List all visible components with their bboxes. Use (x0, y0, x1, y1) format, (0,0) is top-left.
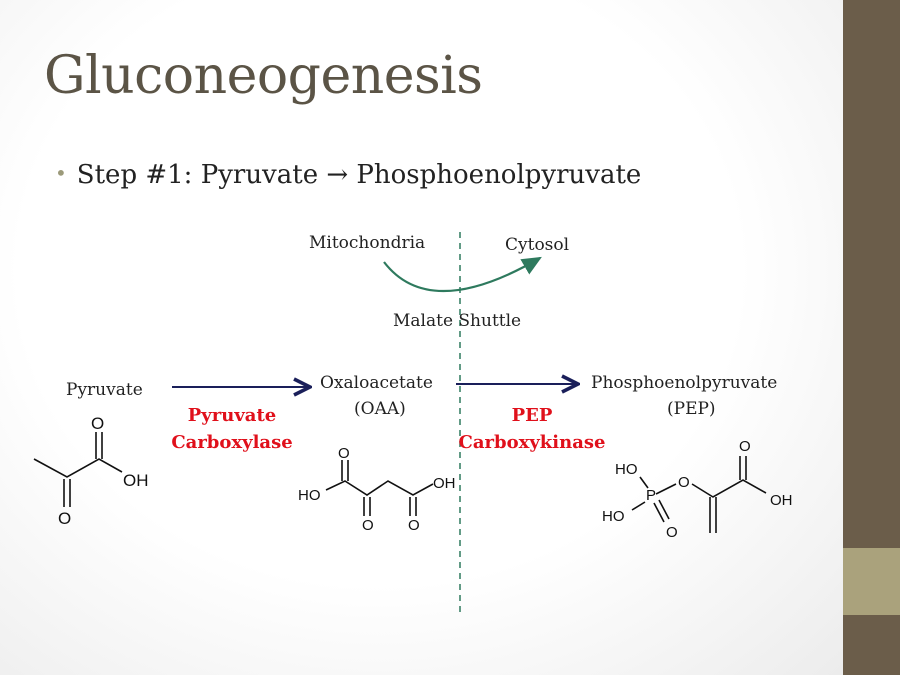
oaa-abbr: (OAA) (354, 399, 406, 419)
svg-text:HO: HO (298, 487, 321, 504)
pep-structure: HO P HO O O O OH (602, 438, 793, 541)
svg-text:O: O (91, 414, 104, 433)
side-accent-block (843, 548, 900, 615)
svg-text:O: O (58, 509, 71, 528)
enzyme-pep-carboxykinase-line1: PEP (512, 405, 553, 426)
slide-title: Gluconeogenesis (44, 46, 483, 106)
shuttle-arrow (383, 256, 542, 293)
svg-text:HO: HO (615, 461, 638, 478)
svg-text:P: P (646, 487, 656, 504)
svg-text:O: O (678, 474, 690, 491)
pep-abbr: (PEP) (667, 399, 716, 419)
svg-text:O: O (362, 517, 374, 534)
oaa-label: Oxaloacetate (320, 373, 433, 393)
bullet-step-1: • Step #1: Pyruvate → Phosphoenolpyruvate (55, 160, 641, 190)
svg-text:O: O (739, 438, 751, 455)
mitochondria-label: Mitochondria (309, 233, 425, 253)
bullet-text: Step #1: Pyruvate → Phosphoenolpyruvate (76, 160, 642, 190)
bullet-marker: • (55, 161, 67, 185)
svg-text:HO: HO (602, 508, 625, 525)
pathway-diagram: Mitochondria Cytosol Malate Shuttle Pyru… (33, 232, 793, 615)
svg-text:O: O (666, 524, 678, 541)
malate-shuttle-label: Malate Shuttle (393, 311, 521, 331)
enzyme-pep-carboxykinase-line2: Carboxykinase (459, 432, 606, 453)
svg-text:O: O (408, 517, 420, 534)
svg-text:OH: OH (770, 492, 793, 509)
cytosol-label: Cytosol (505, 235, 569, 255)
pep-label: Phosphoenolpyruvate (591, 373, 777, 393)
svg-text:OH: OH (123, 471, 149, 490)
svg-text:O: O (338, 445, 350, 462)
slide (0, 0, 843, 675)
enzyme-pyruvate-carboxylase-line2: Carboxylase (171, 432, 292, 453)
pyruvate-structure: O O OH (33, 414, 149, 528)
pyruvate-label: Pyruvate (66, 380, 143, 400)
oaa-structure: HO O O O OH (298, 445, 456, 534)
enzyme-pyruvate-carboxylase-line1: Pyruvate (188, 405, 276, 426)
svg-text:OH: OH (433, 475, 456, 492)
